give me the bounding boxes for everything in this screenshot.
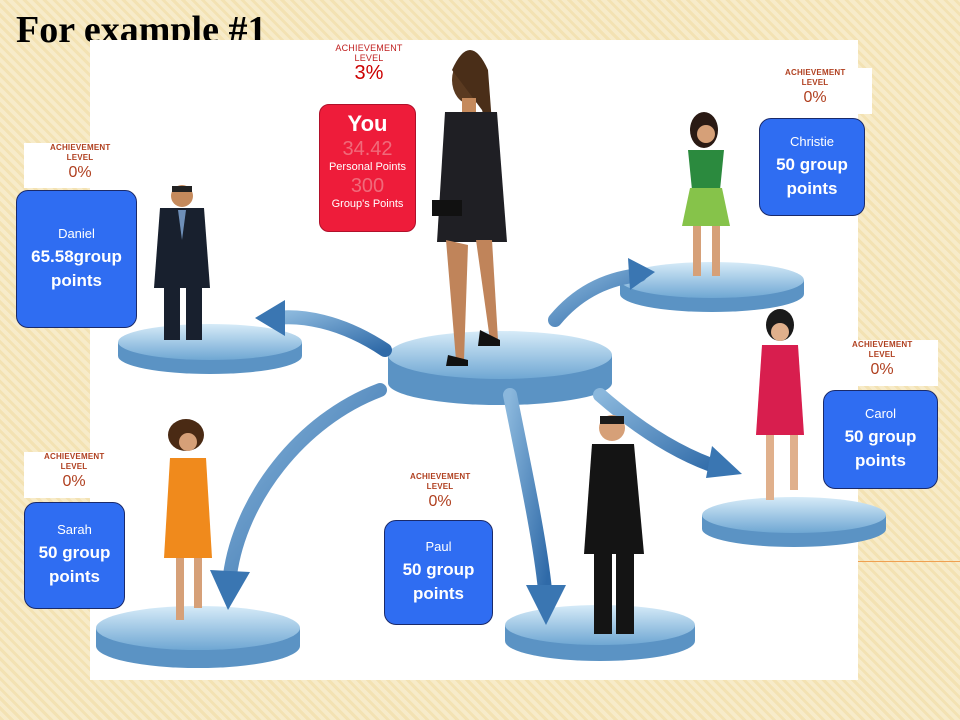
you-card: You 34.42 Personal Points 300 Group's Po…: [319, 104, 416, 232]
achievement-label: ACHIEVEMENT LEVEL: [410, 472, 471, 491]
member-points: 50 group points: [402, 560, 475, 603]
personal-points-value: 34.42: [342, 138, 393, 160]
achievement-value: 0%: [68, 164, 92, 181]
member-name: Carol: [864, 406, 897, 421]
achievement-paul: ACHIEVEMENT LEVEL 0%: [394, 472, 486, 518]
member-points: 50 group points: [38, 543, 111, 586]
achievement-label: ACHIEVEMENT LEVEL: [50, 143, 111, 162]
achievement-carol: ACHIEVEMENT LEVEL 0%: [826, 340, 938, 386]
figure-christie: [682, 112, 730, 276]
achievement-value: 0%: [428, 493, 452, 510]
figure-you: [432, 50, 507, 366]
achievement-label: ACHIEVEMENT LEVEL: [44, 452, 105, 471]
achievement-value: 3%: [354, 62, 384, 84]
achievement-value: 0%: [870, 361, 894, 378]
figure-carol: [756, 309, 804, 500]
achievement-you: ACHIEVEMENT LEVEL 3%: [326, 43, 412, 83]
member-points: 50 group points: [776, 154, 848, 198]
figure-sarah: [164, 419, 212, 620]
achievement-sarah: ACHIEVEMENT LEVEL 0%: [24, 452, 124, 498]
group-points-label: Group's Points: [331, 198, 404, 210]
member-name: Paul: [425, 539, 452, 554]
personal-points-label: Personal Points: [328, 161, 407, 173]
platform-sarah: [96, 606, 300, 668]
achievement-label: ACHIEVEMENT LEVEL: [852, 340, 913, 359]
achievement-value: 0%: [62, 473, 86, 490]
achievement-daniel: ACHIEVEMENT LEVEL 0%: [24, 143, 136, 188]
member-points: 65.58group points: [31, 246, 122, 290]
group-points-value: 300: [350, 175, 385, 197]
platform-carol: [702, 497, 886, 547]
member-card-christie: Christie 50 group points: [759, 118, 865, 216]
figure-daniel: [154, 185, 210, 340]
achievement-label: ACHIEVEMENT LEVEL: [335, 43, 403, 63]
member-card-carol: Carol 50 group points: [823, 390, 938, 489]
platform-center: [388, 331, 612, 405]
you-name: You: [347, 111, 388, 136]
arrow-to-sarah: [223, 383, 387, 582]
member-card-daniel: Daniel 65.58group points: [16, 190, 137, 328]
platform-christie: [620, 262, 804, 312]
member-card-paul: Paul 50 group points: [384, 520, 493, 625]
divider-line: [858, 561, 960, 562]
figure-paul: [584, 415, 644, 634]
member-card-sarah: Sarah 50 group points: [24, 502, 125, 609]
arrow-to-paul: [503, 388, 552, 597]
member-name: Daniel: [58, 225, 95, 241]
achievement-value: 0%: [803, 89, 827, 106]
member-points: 50 group points: [844, 427, 917, 470]
member-name: Sarah: [57, 522, 92, 537]
member-name: Christie: [789, 133, 835, 149]
platform-daniel: [118, 324, 302, 374]
achievement-christie: ACHIEVEMENT LEVEL 0%: [758, 68, 872, 114]
achievement-label: ACHIEVEMENT LEVEL: [785, 68, 846, 87]
arrow-to-carol: [593, 388, 727, 475]
